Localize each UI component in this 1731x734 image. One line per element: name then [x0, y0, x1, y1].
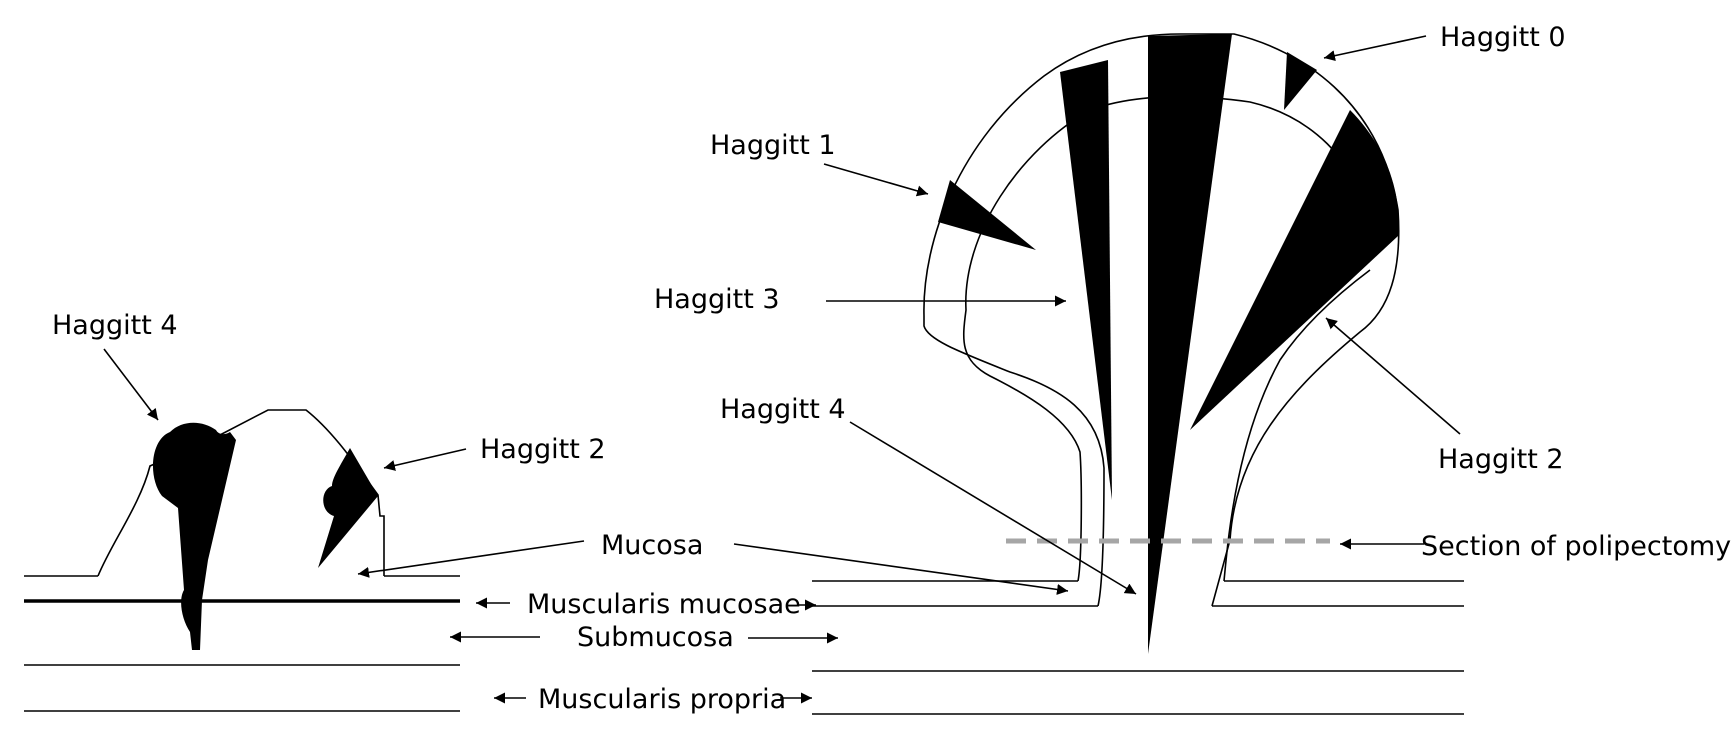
label-haggitt-3: Haggitt 3: [654, 284, 780, 315]
label-haggitt-1: Haggitt 1: [710, 130, 836, 161]
invasion-haggitt-4-stalk: [1148, 34, 1232, 654]
invasion-haggitt-0: [1284, 52, 1317, 110]
label-muscularis-propria: Muscularis propria: [538, 684, 786, 715]
arrow-mucosa-right: [733, 543, 1069, 595]
label-haggitt-2-left: Haggitt 2: [480, 434, 606, 465]
arrow-haggitt-4-right: [849, 421, 1137, 595]
muscularis-mucosae-inner-right: [1223, 269, 1371, 582]
arrow-haggitt-2-left: [383, 448, 467, 471]
label-haggitt-4-left: Haggitt 4: [52, 310, 178, 341]
label-mucosa: Mucosa: [601, 530, 703, 561]
label-haggitt-0: Haggitt 0: [1440, 22, 1566, 53]
arrow-haggitt-0: [1323, 35, 1427, 62]
label-haggitt-4-right: Haggitt 4: [720, 394, 846, 425]
muscularis-mucosae-inner-left: [962, 95, 1371, 582]
label-section-of-polipectomy: Section of polipectomy: [1421, 531, 1731, 562]
sessile-invasion-haggitt-2: [318, 448, 378, 568]
label-muscularis-mucosae: Muscularis mucosae: [527, 589, 801, 620]
arrow-mucosa-left: [357, 540, 585, 578]
invasion-haggitt-2-head: [1190, 110, 1399, 430]
sessile-invasion-haggitt-4: [152, 422, 236, 650]
label-haggitt-2-right: Haggitt 2: [1438, 444, 1564, 475]
invasion-haggitt-1: [938, 180, 1036, 250]
labels: Haggitt 4 Haggitt 2 Haggitt 0 Haggitt 1 …: [52, 22, 1731, 715]
pedunculated-polyp: [812, 33, 1464, 715]
label-submucosa: Submucosa: [577, 622, 734, 653]
arrow-haggitt-2-right: [1325, 317, 1461, 435]
sessile-polyp: [24, 409, 460, 712]
arrow-haggitt-4-left: [103, 348, 159, 421]
pointer-arrows: [103, 35, 1461, 704]
arrow-haggitt-1: [823, 163, 929, 197]
invasion-haggitt-3: [1060, 60, 1112, 500]
